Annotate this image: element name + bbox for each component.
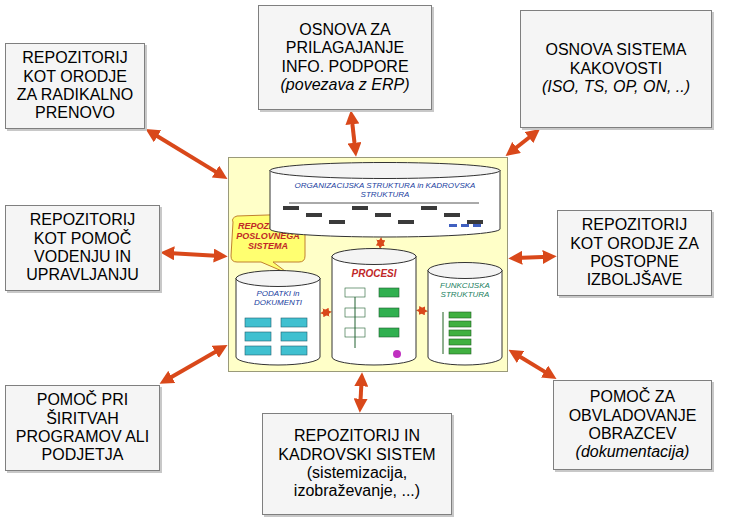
repository-cylinder: ORGANIZACIJSKA STRUKTURA in KADROVSKA ST… xyxy=(269,162,501,238)
box-title: PROCESI xyxy=(331,248,417,279)
double-arrow xyxy=(516,257,549,258)
double-arrow xyxy=(168,253,220,256)
box-title: REPOZITORIJ KOT ORODJE ZA RADIKALNO PREN… xyxy=(12,49,138,123)
cylinder-shape xyxy=(235,270,321,366)
double-arrow xyxy=(515,354,550,375)
double-arrow xyxy=(152,133,221,175)
double-arrow xyxy=(421,309,423,312)
cylinder-illustration xyxy=(443,312,471,354)
box-title: REPOZITORIJ IN KADROVSKI SISTEM xyxy=(269,427,445,464)
box-note: (sistemizacija, izobraževanje, ...) xyxy=(269,464,445,501)
cylinder-top xyxy=(270,163,500,179)
topic-box: OSNOVA SISTEMA KAKOVOSTI(ISO, TS, OP, ON… xyxy=(520,10,712,128)
double-arrow xyxy=(379,242,382,244)
topic-box: REPOZITORIJ KOT ORODJE ZA RADIKALNO PREN… xyxy=(5,43,145,129)
topic-box: REPOZITORIJ KOT ORODJE ZA POSTOPNE IZBOL… xyxy=(557,210,712,296)
box-note: (povezava z ERP) xyxy=(281,76,410,94)
box-note: (ISO, TS, OP, ON, ..) xyxy=(542,78,690,96)
cylinder-illustration xyxy=(245,318,307,355)
cylinder-top xyxy=(428,263,502,279)
double-arrow xyxy=(352,118,355,149)
topic-box: REPOZITORIJ KOT POMOČ VODENJU IN UPRAVLJ… xyxy=(5,205,160,291)
topic-box: POMOČ ZA OBVLADOVANJE OBRAZCEV(dokumenta… xyxy=(553,380,712,470)
repository-cylinder: PODATKI in DOKUMENTI xyxy=(235,270,321,366)
double-arrow xyxy=(166,349,221,380)
topic-box: REPOZITORIJ IN KADROVSKI SISTEM(sistemiz… xyxy=(262,413,452,515)
cylinder-shape xyxy=(427,262,503,366)
double-arrow xyxy=(512,134,534,152)
box-title: POMOČ PRI ŠIRITVAH PROGRAMOV ALI PODJETJ… xyxy=(12,391,153,465)
double-arrow xyxy=(360,380,361,405)
box-title: OSNOVA ZA PRILAGAJANJE INFO. PODPORE xyxy=(265,21,425,76)
double-arrow xyxy=(325,311,327,314)
cylinder-shape xyxy=(331,248,417,366)
topic-box: POMOČ PRI ŠIRITVAH PROGRAMOV ALI PODJETJ… xyxy=(5,385,160,471)
box-title: POMOČ ZA OBVLADOVANJE OBRAZCEV xyxy=(560,388,705,443)
box-title: REPOZITORIJ KOT ORODJE ZA POSTOPNE IZBOL… xyxy=(564,216,705,290)
box-title: ORGANIZACIJSKA STRUKTURA in KADROVSKA ST… xyxy=(269,162,501,200)
cylinder-illustration xyxy=(283,203,483,227)
box-title: OSNOVA SISTEMA KAKOVOSTI xyxy=(527,41,705,78)
repository-cylinder: FUNKCIJSKA STRUKTURA xyxy=(427,262,503,366)
cylinder-top xyxy=(236,271,320,287)
topic-box: OSNOVA ZA PRILAGAJANJE INFO. PODPORE(pov… xyxy=(258,5,432,110)
cylinder-illustration xyxy=(345,288,401,358)
box-note: (dokumentacija) xyxy=(576,443,690,461)
cylinder-shape xyxy=(269,162,501,238)
box-title: PODATKI in DOKUMENTI xyxy=(235,270,321,308)
box-title: FUNKCIJSKA STRUKTURA xyxy=(427,262,503,300)
repository-cylinder: PROCESI xyxy=(331,248,417,366)
box-title: REPOZITORIJ KOT POMOČ VODENJU IN UPRAVLJ… xyxy=(12,211,153,285)
cylinder-body xyxy=(270,170,500,237)
cylinder-top xyxy=(332,249,416,265)
repository-panel: REPOZITORIJ POSLOVNEGA SISTEMAORGANIZACI… xyxy=(228,157,508,372)
